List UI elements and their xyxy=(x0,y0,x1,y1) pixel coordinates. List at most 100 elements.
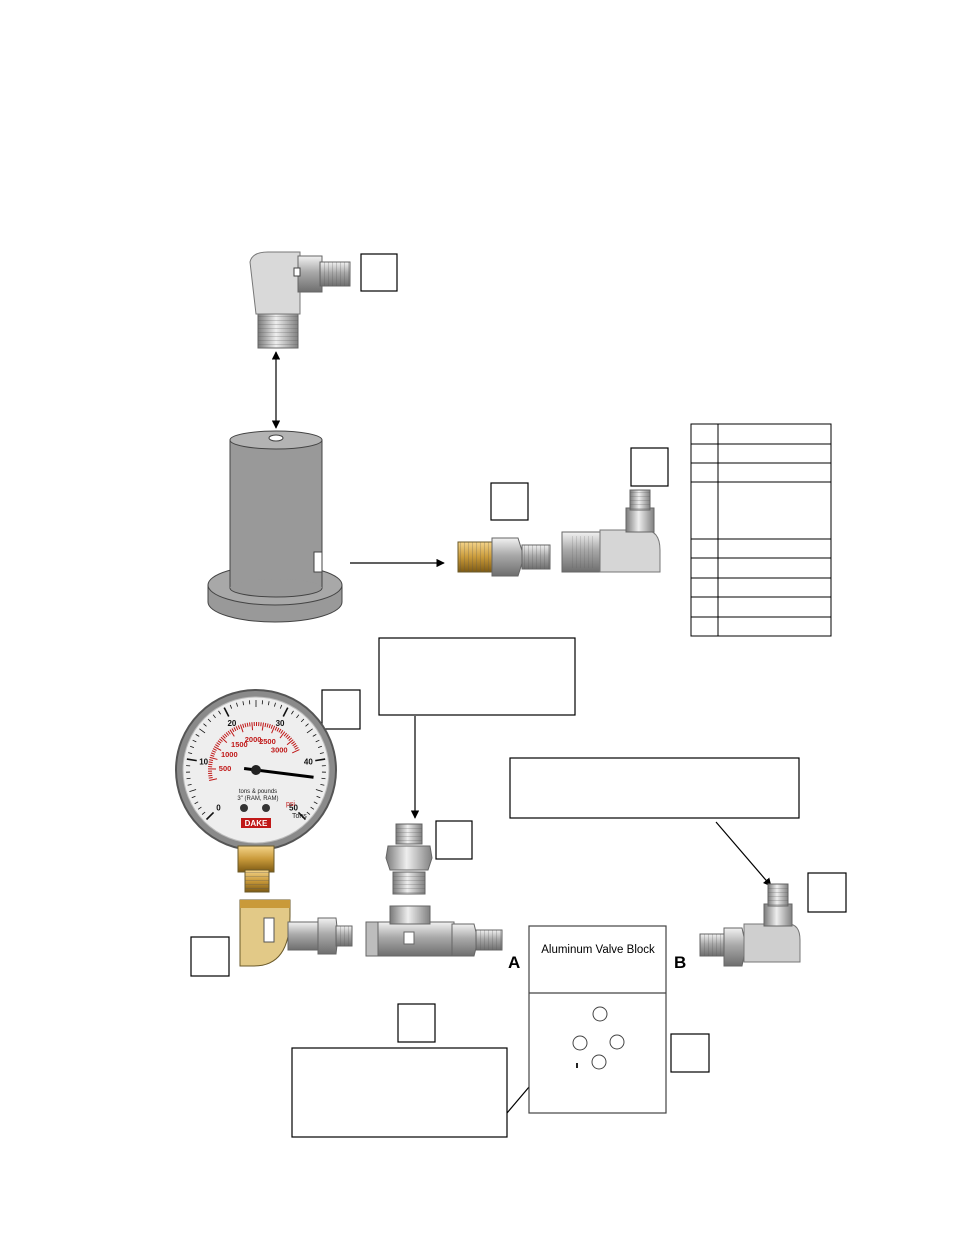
gauge-ton-tick xyxy=(320,784,325,786)
gauge-psi-tick xyxy=(292,743,297,747)
straight-adapter-fitting xyxy=(457,537,551,577)
gauge-psi-label: 1000 xyxy=(221,750,238,759)
gauge-ton-tick xyxy=(316,795,321,799)
gauge-psi-tick xyxy=(237,725,241,730)
gauge-psi-tick xyxy=(268,724,271,729)
gauge-psi-tick xyxy=(288,737,293,741)
gauge-psi-tick xyxy=(246,722,249,727)
gauge-ton-tick xyxy=(242,701,245,706)
gauge-psi-tick xyxy=(208,761,213,764)
gauge-psi-label: 2000 xyxy=(245,735,262,744)
callout-box-left-elbow xyxy=(190,936,230,977)
tee-fitting xyxy=(365,905,503,957)
gauge-psi-tick xyxy=(210,752,216,755)
gauge-ton-tick xyxy=(212,714,216,719)
gauge-ton-tick xyxy=(297,811,307,821)
gauge-psi-tick xyxy=(274,726,278,731)
gauge-ton-tick xyxy=(190,745,195,749)
gauge-psi-tick xyxy=(220,736,228,743)
gauge-ton-tick xyxy=(282,707,289,717)
gauge-ton-tick xyxy=(187,784,192,786)
gauge-psi-tick xyxy=(276,727,280,732)
gauge-ton-tick xyxy=(306,811,311,815)
gauge-ton-tick xyxy=(306,728,313,734)
gauge-psi-tick xyxy=(217,740,222,744)
gauge-ton-tick xyxy=(296,714,300,719)
callout-box-straight-adapter xyxy=(490,482,529,521)
gauge-ton-label: 20 xyxy=(227,719,236,728)
callout-box-top-elbow xyxy=(360,253,398,292)
gauge-ton-tick xyxy=(199,728,206,734)
valve-port-left xyxy=(572,1035,588,1051)
gauge-ton-tick xyxy=(315,789,323,793)
gauge-ton-label: 40 xyxy=(304,758,313,767)
gauge-psi-tick xyxy=(291,749,300,754)
gauge-ton-tick xyxy=(313,801,318,805)
aluminum-valve-block: Aluminum Valve Block xyxy=(528,925,667,1114)
gauge-psi-label: 500 xyxy=(219,764,232,773)
gauge-psi-tick xyxy=(294,747,299,750)
gauge-brand: DAKE xyxy=(245,819,268,828)
gauge-psi-tick xyxy=(251,722,254,731)
right-elbow-fitting xyxy=(699,883,801,967)
gauge-psi-tick xyxy=(285,734,289,738)
gauge-ton-tick xyxy=(267,701,270,706)
gauge-ton-tick xyxy=(189,789,197,793)
gauge-psi-tick xyxy=(244,723,247,728)
gauge-psi-tick xyxy=(293,745,298,748)
gauge-ton-tick xyxy=(315,739,320,743)
gauge-psi-tick xyxy=(229,729,235,737)
parts-table xyxy=(690,423,832,637)
gauge-ton-tick xyxy=(203,723,207,727)
note-box-right xyxy=(509,757,800,819)
gauge-psi-tick xyxy=(231,728,235,733)
gauge-psi-tick xyxy=(270,724,274,729)
callout-box-tee xyxy=(397,1003,436,1043)
gauge-ton-tick xyxy=(223,707,230,717)
gauge-psi-tick xyxy=(235,726,239,731)
gauge-psi-tick xyxy=(280,729,284,734)
gauge-psi-tick xyxy=(286,739,294,746)
gauge-ton-tick xyxy=(312,734,317,737)
note-arrow-right xyxy=(715,821,772,887)
gauge-ton-tick xyxy=(197,806,202,810)
gauge-psi-tick xyxy=(279,731,286,739)
gauge-ton-tick xyxy=(319,752,324,754)
gauge-psi-tick xyxy=(271,725,276,734)
gauge-psi-tick xyxy=(210,754,215,757)
gauge-ton-label: 10 xyxy=(199,758,208,767)
gauge-psi-label: 1500 xyxy=(231,740,248,749)
gauge-psi-tick xyxy=(286,735,291,740)
gauge-ton-tick xyxy=(186,758,197,762)
gauge-psi-tick xyxy=(291,741,295,745)
callout-box-gauge xyxy=(321,689,361,730)
gauge-ton-tick xyxy=(315,758,326,762)
gauge-ton-tick xyxy=(229,704,233,709)
gauge-ton-tick xyxy=(305,723,309,727)
gauge-ton-tick xyxy=(317,745,322,749)
gauge-psi-tick xyxy=(264,722,267,728)
valve-port-bottom xyxy=(591,1054,607,1070)
gauge-ton-tick xyxy=(207,718,212,723)
gauge-ton-tick xyxy=(191,795,196,799)
gauge-psi-label: 3000 xyxy=(271,745,288,754)
gauge-ton-label: 0 xyxy=(216,803,221,812)
gauge-ton-tick xyxy=(236,702,238,707)
gauge-psi-tick xyxy=(209,759,214,761)
gauge-psi-tick xyxy=(215,744,219,748)
gauge-ton-label: 50 xyxy=(289,803,298,812)
gauge-psi-tick xyxy=(219,738,223,742)
gauge-ton-tick xyxy=(205,811,215,821)
note-box-top xyxy=(378,637,576,716)
gauge-ton-tick xyxy=(195,734,200,737)
gauge-psi-tick xyxy=(211,750,216,753)
gauge-ton-label: 30 xyxy=(276,719,285,728)
callout-box-right-elbow xyxy=(807,872,847,913)
gauge-psi-tick xyxy=(213,746,222,751)
top-elbow-fitting xyxy=(249,251,351,349)
gauge-ton-tick xyxy=(321,777,326,780)
gauge-psi-tick xyxy=(233,727,237,732)
gauge-unit-tons: Tons xyxy=(292,813,307,820)
gauge-psi-tick xyxy=(239,724,244,733)
